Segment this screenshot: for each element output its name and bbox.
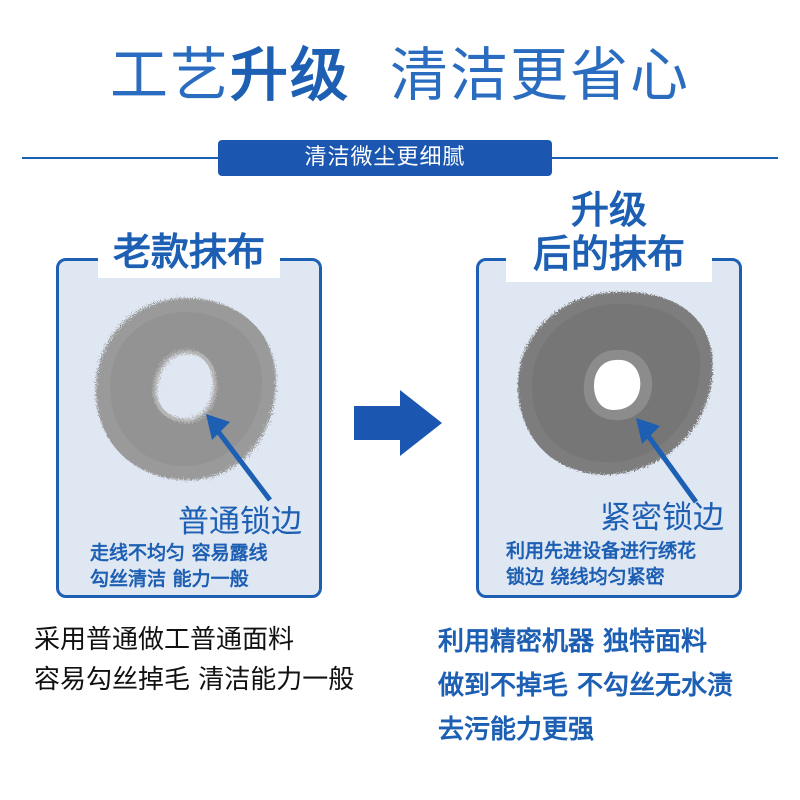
new-sub-line2: 锁边 绕线均匀紧密 (506, 566, 665, 588)
new-mop-title: 升级 后的抹布 (506, 188, 712, 282)
old-desc-line2: 容易勾丝掉毛 清洁能力一般 (34, 665, 355, 695)
new-mop-description: 利用精密机器 独特面料 做到不掉毛 不勾丝无水渍 去污能力更强 (438, 620, 733, 752)
pointer-arrow-icon (636, 418, 699, 504)
right-arrow-icon (354, 390, 442, 456)
new-desc-line1: 利用精密机器 独特面料 (438, 627, 708, 657)
banner: 清洁微尘更细腻 (218, 140, 552, 176)
new-desc-line2: 做到不掉毛 不勾丝无水渍 (438, 671, 734, 701)
old-mop-title: 老款抹布 (98, 226, 280, 278)
new-sub-line1: 利用先进设备进行绣花 (506, 540, 697, 562)
headline: 工艺升级清洁更省心 (0, 40, 800, 110)
new-mop-image (517, 291, 713, 475)
old-mop-description: 采用普通做工普通面料 容易勾丝掉毛 清洁能力一般 (34, 620, 354, 700)
old-sub-line2: 勾丝清洁 能力一般 (90, 568, 249, 590)
new-desc-line3: 去污能力更强 (438, 715, 595, 745)
new-edge-label: 紧密锁边 (600, 500, 724, 536)
pointer-arrow-icon (206, 414, 272, 502)
headline-part2: 升级 (229, 41, 350, 109)
old-edge-label: 普通锁边 (178, 504, 302, 540)
old-sub-line1: 走线不均匀 容易露线 (90, 542, 268, 564)
new-mop-title-line1: 升级 (570, 188, 647, 232)
new-mop-title-line2: 后的抹布 (532, 232, 685, 276)
old-desc-line1: 采用普通做工普通面料 (34, 625, 295, 655)
headline-part1: 工艺 (109, 41, 230, 109)
headline-part3: 清洁更省心 (390, 41, 691, 109)
